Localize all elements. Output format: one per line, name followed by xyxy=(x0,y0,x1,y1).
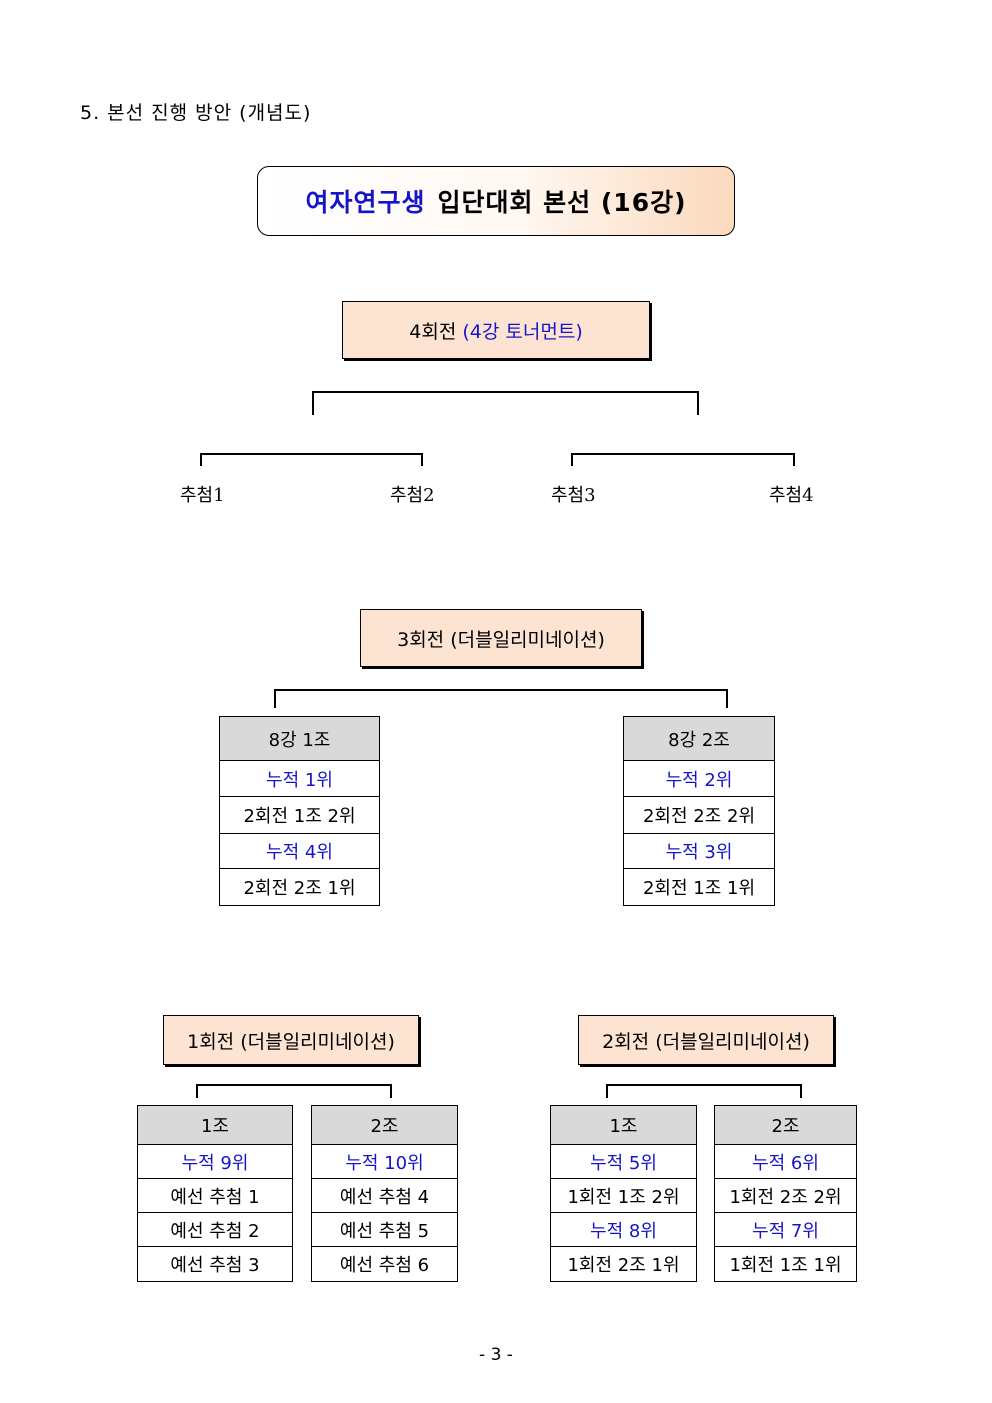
main-title-box: 여자연구생 입단대회 본선 (16강) xyxy=(257,166,735,236)
round3-group-1-table: 8강 1조 누적 1위 2회전 1조 2위 누적 4위 2회전 2조 1위 xyxy=(219,716,380,906)
group-cell: 누적 1위 xyxy=(219,760,380,797)
group-cell: 예선 추첨 6 xyxy=(311,1246,458,1282)
round3-group-2-table: 8강 2조 누적 2위 2회전 2조 2위 누적 3위 2회전 1조 1위 xyxy=(623,716,775,906)
group-header: 1조 xyxy=(137,1105,293,1145)
round3-box: 3회전 (더블일리미네이션) xyxy=(360,609,642,667)
group-cell: 예선 추첨 3 xyxy=(137,1246,293,1282)
round4-top-bracket xyxy=(312,391,699,415)
group-header: 2조 xyxy=(714,1105,857,1145)
group-cell: 누적 8위 xyxy=(550,1212,697,1247)
round2-group-1-table: 1조 누적 5위 1회전 1조 2위 누적 8위 1회전 2조 1위 xyxy=(550,1105,697,1282)
title-highlight: 여자연구생 xyxy=(305,188,426,217)
group-cell: 누적 5위 xyxy=(550,1144,697,1179)
draw-2: 추첨2 xyxy=(390,485,435,506)
round2-label: 2회전 (더블일리미네이션) xyxy=(602,1030,810,1053)
round2-box: 2회전 (더블일리미네이션) xyxy=(578,1015,834,1065)
draw-4: 추첨4 xyxy=(769,485,814,506)
section-heading: 5. 본선 진행 방안 (개념도) xyxy=(80,102,312,124)
group-cell: 1회전 2조 1위 xyxy=(550,1246,697,1282)
round3-bracket xyxy=(274,689,728,708)
group-cell: 1회전 1조 2위 xyxy=(550,1178,697,1213)
round4-note: (4강 토너먼트) xyxy=(462,320,583,343)
group-cell: 누적 2위 xyxy=(623,760,775,797)
round4-box: 4회전 (4강 토너먼트) xyxy=(342,301,650,359)
draw-3: 추첨3 xyxy=(551,485,596,506)
round2-group-2-table: 2조 누적 6위 1회전 2조 2위 누적 7위 1회전 1조 1위 xyxy=(714,1105,857,1282)
group-cell: 1회전 1조 1위 xyxy=(714,1246,857,1282)
group-cell: 누적 4위 xyxy=(219,833,380,869)
group-cell: 2회전 1조 1위 xyxy=(623,868,775,906)
round1-box: 1회전 (더블일리미네이션) xyxy=(163,1015,419,1065)
group-header: 8강 2조 xyxy=(623,716,775,761)
round4-right-bracket xyxy=(571,453,795,466)
group-cell: 1회전 2조 2위 xyxy=(714,1178,857,1213)
group-cell: 2회전 2조 1위 xyxy=(219,868,380,906)
group-cell: 예선 추첨 2 xyxy=(137,1212,293,1247)
round1-group-1-table: 1조 누적 9위 예선 추첨 1 예선 추첨 2 예선 추첨 3 xyxy=(137,1105,293,1282)
group-cell: 누적 10위 xyxy=(311,1144,458,1179)
group-cell: 누적 6위 xyxy=(714,1144,857,1179)
round1-group-2-table: 2조 누적 10위 예선 추첨 4 예선 추첨 5 예선 추첨 6 xyxy=(311,1105,458,1282)
group-cell: 2회전 2조 2위 xyxy=(623,796,775,834)
group-cell: 2회전 1조 2위 xyxy=(219,796,380,834)
round4-label: 4회전 xyxy=(409,320,457,343)
group-header: 2조 xyxy=(311,1105,458,1145)
group-cell: 누적 7위 xyxy=(714,1212,857,1247)
round1-label: 1회전 (더블일리미네이션) xyxy=(187,1030,395,1053)
group-cell: 예선 추첨 5 xyxy=(311,1212,458,1247)
title-rest: 입단대회 본선 (16강) xyxy=(437,188,687,217)
group-header: 1조 xyxy=(550,1105,697,1145)
group-cell: 예선 추첨 4 xyxy=(311,1178,458,1213)
round4-left-bracket xyxy=(200,453,423,466)
group-cell: 누적 3위 xyxy=(623,833,775,869)
draw-1: 추첨1 xyxy=(180,485,225,506)
group-header: 8강 1조 xyxy=(219,716,380,761)
round3-label: 3회전 (더블일리미네이션) xyxy=(397,628,605,651)
group-cell: 누적 9위 xyxy=(137,1144,293,1179)
round2-bracket xyxy=(606,1084,802,1098)
round1-bracket xyxy=(196,1084,392,1098)
page-number: - 3 - xyxy=(479,1345,513,1365)
group-cell: 예선 추첨 1 xyxy=(137,1178,293,1213)
